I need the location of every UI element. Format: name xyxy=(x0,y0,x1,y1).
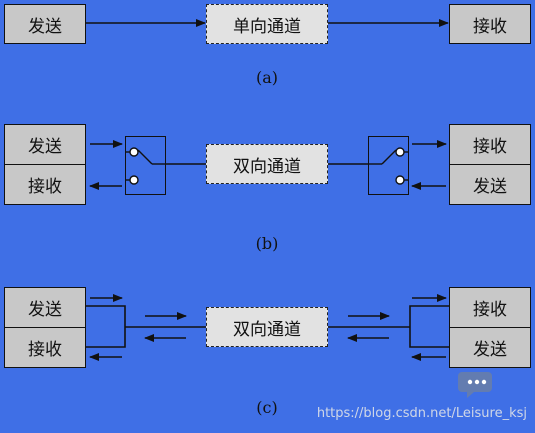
c-left-bottom-label: 接收 xyxy=(28,340,62,360)
b-left-bottom-label: 接收 xyxy=(28,177,62,197)
a-receive-label: 接收 xyxy=(473,16,507,37)
b-channel-label: 双向通道 xyxy=(233,156,301,177)
watermark-url: https://blog.csdn.net/Leisure_ksj xyxy=(316,406,527,421)
b-right-top-label: 接收 xyxy=(473,137,507,157)
c-right-top-label: 接收 xyxy=(473,300,507,320)
bracket-c-right xyxy=(409,305,449,348)
a-caption: (a) xyxy=(255,68,279,87)
b-right-switch xyxy=(368,136,409,195)
c-channel-box: 双向通道 xyxy=(206,307,328,347)
c-right-top-box: 接收 xyxy=(449,287,531,328)
c-left-bottom-box: 接收 xyxy=(4,327,86,368)
b-right-top-box: 接收 xyxy=(449,124,531,165)
switch-b-right-internals xyxy=(368,147,409,185)
switch-b-left-internals xyxy=(126,147,166,185)
b-left-switch xyxy=(125,136,166,195)
a-send-label: 发送 xyxy=(28,16,62,37)
c-right-bottom-label: 发送 xyxy=(473,340,507,360)
a-channel-box: 单向通道 xyxy=(206,4,328,44)
b-right-bottom-box: 发送 xyxy=(449,164,531,205)
b-caption: (b) xyxy=(255,234,279,253)
c-left-top-box: 发送 xyxy=(4,287,86,328)
a-receive-box: 接收 xyxy=(449,4,531,44)
chat-bubble-icon xyxy=(458,372,492,398)
c-right-bottom-box: 发送 xyxy=(449,327,531,368)
b-channel-box: 双向通道 xyxy=(206,144,328,184)
b-right-bottom-label: 发送 xyxy=(473,177,507,197)
a-send-box: 发送 xyxy=(4,4,86,44)
a-channel-label: 单向通道 xyxy=(233,16,301,37)
b-left-bottom-box: 接收 xyxy=(4,164,86,205)
c-left-top-label: 发送 xyxy=(28,300,62,320)
bracket-c-left xyxy=(86,305,126,348)
b-left-top-label: 发送 xyxy=(28,137,62,157)
c-caption: (c) xyxy=(256,398,278,417)
c-channel-label: 双向通道 xyxy=(233,319,301,340)
b-left-top-box: 发送 xyxy=(4,124,86,165)
